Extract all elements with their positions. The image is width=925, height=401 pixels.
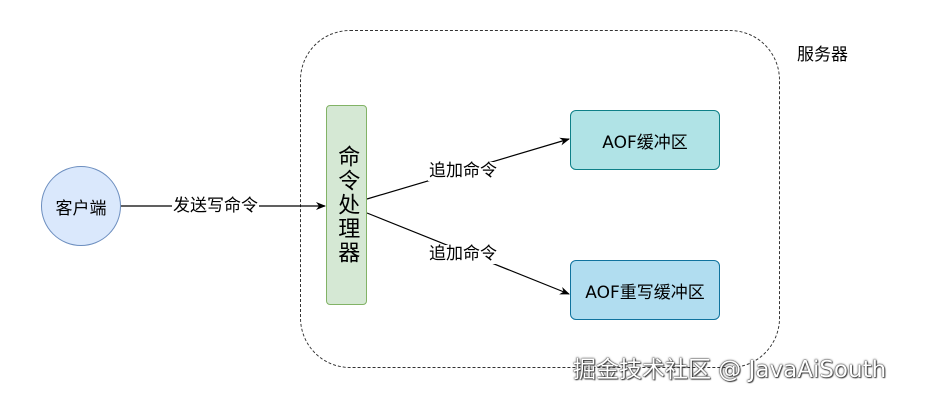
watermark: 掘金技术社区 @ JavaAiSouth [573, 357, 887, 383]
server-label: 服务器 [797, 45, 848, 65]
append-command-label-aof-rewrite: 追加命令 [428, 244, 498, 264]
client-node: 客户端 [41, 166, 121, 246]
send-write-label: 发送写命令 [172, 196, 259, 216]
aof-buffer-label: AOF缓冲区 [602, 132, 688, 153]
command-processor-node: 命令处理器 [326, 105, 367, 305]
append-command-label-aof: 追加命令 [428, 161, 498, 181]
aof-rewrite-buffer-label: AOF重写缓冲区 [585, 282, 705, 303]
server-boundary [300, 30, 780, 368]
client-label: 客户端 [55, 198, 107, 219]
aof-rewrite-buffer-node: AOF重写缓冲区 [570, 260, 720, 320]
command-processor-label: 命令处理器 [334, 145, 360, 265]
aof-buffer-node: AOF缓冲区 [570, 110, 720, 170]
